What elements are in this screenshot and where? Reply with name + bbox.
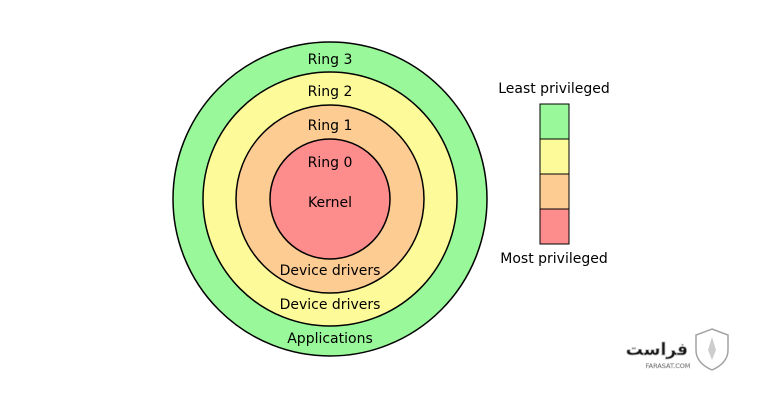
legend-swatch-ring-0 xyxy=(539,208,570,245)
ring-3-label: Ring 3 xyxy=(308,52,353,68)
rings-group xyxy=(172,41,488,357)
ring-1-content-label: Device drivers xyxy=(280,263,381,279)
kernel-label: Kernel xyxy=(308,195,352,211)
ring-3-content-label: Applications xyxy=(287,331,373,347)
pen-nib-mark xyxy=(708,337,716,360)
ring-0-circle xyxy=(269,138,391,260)
ring-2-label: Ring 2 xyxy=(308,84,353,100)
ring-1-label: Ring 1 xyxy=(308,118,353,134)
legend-bottom-label: Most privileged xyxy=(500,251,607,267)
privilege-legend-bar xyxy=(539,103,570,245)
watermark-logo: فراست FARASAT.COM xyxy=(625,328,729,371)
legend-top-label: Least privileged xyxy=(498,81,610,97)
watermark-name: فراست xyxy=(626,340,688,360)
ring-2-content-label: Device drivers xyxy=(280,297,381,313)
watermark-site: FARASAT.COM xyxy=(645,362,690,370)
legend-swatch-ring-3 xyxy=(539,103,570,140)
legend-swatch-ring-1 xyxy=(539,173,570,210)
ring-0-label: Ring 0 xyxy=(308,155,353,171)
legend-swatch-ring-2 xyxy=(539,138,570,175)
